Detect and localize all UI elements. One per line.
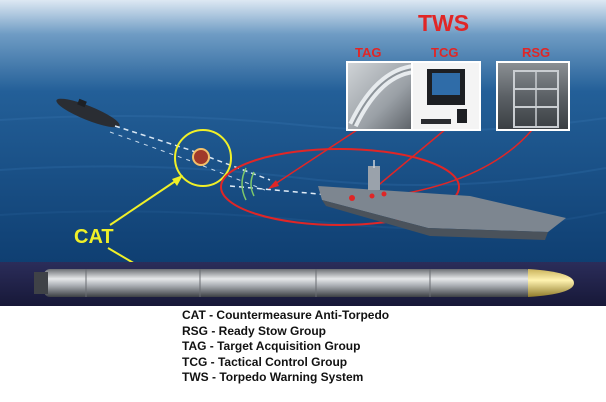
legend-item: TAG - Target Acquisition Group: [182, 339, 361, 354]
legend-item: RSG - Ready Stow Group: [182, 323, 327, 338]
explosion-icon: [192, 148, 210, 166]
submarine-icon: [56, 98, 120, 128]
cat-label: CAT: [74, 226, 114, 248]
legend-item: CAT - Countermeasure Anti-Torpedo: [182, 308, 390, 322]
tag-photo: [346, 61, 416, 131]
stowage-rack-icon: [513, 70, 559, 128]
torpedo-icon: [34, 269, 574, 297]
tag-link: [271, 127, 361, 187]
acronym-legend: CAT - Countermeasure Anti-Torpedo RSG - …: [182, 308, 482, 386]
rsg-label: RSG: [522, 45, 551, 60]
torpedo-track: [114, 125, 271, 181]
aircraft-carrier-icon: [318, 160, 566, 240]
cat-engagement-circle: [174, 129, 232, 187]
tws-title: TWS: [418, 10, 470, 36]
sonar-array-icon: [348, 64, 414, 128]
legend-item: TWS - Torpedo Warning System: [182, 370, 364, 385]
tcg-link: [374, 127, 448, 189]
control-computer-icon: [421, 69, 467, 124]
tws-coverage-ellipse: [220, 148, 460, 226]
tag-label: TAG: [355, 45, 382, 60]
tcg-label: TCG: [431, 45, 459, 60]
legend-item: TCG - Tactical Control Group: [182, 354, 348, 369]
rsg-photo: [496, 61, 570, 131]
sonar-arcs-icon: [241, 167, 255, 201]
cat-arrow-up: [109, 177, 181, 226]
tcg-photo: [411, 61, 481, 131]
